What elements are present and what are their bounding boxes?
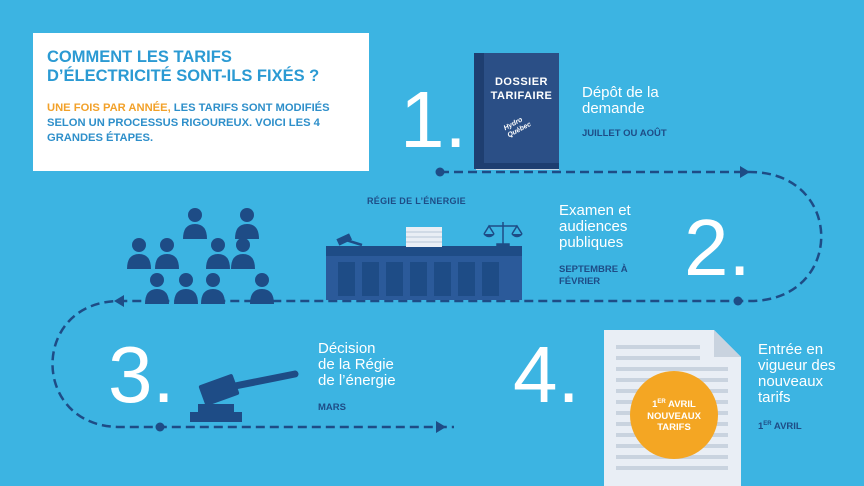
new-rates-badge: 1ER AVRIL NOUVEAUX TARIFS bbox=[630, 371, 718, 459]
title-line: COMMENT LES TARIFS bbox=[47, 48, 232, 66]
description-line: de l’énergie bbox=[318, 372, 396, 389]
description-line: Dépôt de la bbox=[582, 84, 659, 101]
date-line: FÉVRIER bbox=[559, 276, 601, 287]
description-line: Examen et bbox=[559, 202, 631, 219]
audience-icon bbox=[127, 208, 274, 304]
description-line: demande bbox=[582, 100, 645, 117]
intro-box: COMMENT LES TARIFS D’ÉLECTRICITÉ SONT-IL… bbox=[33, 33, 369, 171]
arrow-right-icon bbox=[740, 166, 750, 178]
date-rest: AVRIL bbox=[771, 421, 802, 433]
step-1-date: JUILLET OU AOÛT bbox=[582, 128, 667, 139]
step-3-date: MARS bbox=[318, 402, 346, 413]
description-line: nouveaux bbox=[758, 373, 824, 390]
step-4-description: Entrée en vigueur des nouveaux tarifs bbox=[758, 342, 836, 406]
step-3-number: 3. bbox=[108, 330, 175, 419]
book-title: DOSSIER TARIFAIRE bbox=[484, 75, 559, 103]
intro-highlight: UNE FOIS PAR ANNÉE, bbox=[47, 102, 171, 114]
regie-bench-icon bbox=[326, 222, 523, 300]
title-line: D’ÉLECTRICITÉ SONT-ILS FIXÉS ? bbox=[47, 67, 320, 85]
step-4-number: 4. bbox=[513, 330, 580, 419]
dashed-path-line bbox=[51, 170, 823, 429]
step-2-number: 2. bbox=[684, 203, 751, 292]
badge-line: 1ER AVRIL bbox=[630, 397, 718, 410]
book-icon bbox=[474, 53, 559, 170]
step-1-number: 1. bbox=[400, 75, 467, 164]
book-title-line: DOSSIER bbox=[494, 76, 548, 88]
intro-text: UNE FOIS PAR ANNÉE, LES TARIFS SONT MODI… bbox=[47, 101, 362, 146]
scales-icon bbox=[483, 222, 523, 248]
badge-sup: ER bbox=[657, 399, 666, 406]
book-title-line: TARIFAIRE bbox=[490, 90, 553, 102]
arrow-left-icon bbox=[114, 295, 124, 307]
description-line: publiques bbox=[559, 234, 624, 251]
badge-line: TARIFS bbox=[657, 421, 691, 433]
description-line: Décision bbox=[318, 340, 376, 357]
path-dot bbox=[733, 296, 743, 306]
description-line: de la Régie bbox=[318, 356, 394, 373]
description-line: audiences bbox=[559, 218, 628, 235]
date-sup: ER bbox=[763, 421, 772, 427]
arrow-right-icon bbox=[436, 421, 446, 433]
step-4-date: 1ER AVRIL bbox=[758, 418, 802, 433]
badge-main: 1 bbox=[652, 399, 658, 411]
description-line: vigueur des bbox=[758, 357, 836, 374]
gavel-icon bbox=[190, 370, 299, 422]
date-line: SEPTEMBRE À bbox=[559, 264, 628, 275]
step-2-description: Examen et audiences publiques bbox=[559, 203, 631, 251]
intro-rest: LES TARIFS SONT MODIFIÉS SELON UN PROCES… bbox=[47, 102, 330, 144]
date-main: 1 bbox=[758, 421, 764, 433]
step-1-description: Dépôt de la demande bbox=[582, 85, 659, 117]
step-3-description: Décision de la Régie de l’énergie bbox=[318, 341, 396, 389]
badge-rest: AVRIL bbox=[665, 399, 696, 411]
path-dot bbox=[155, 422, 165, 432]
step-2-date: SEPTEMBRE À FÉVRIER bbox=[559, 264, 628, 288]
regie-label: RÉGIE DE L’ÉNERGIE bbox=[367, 196, 466, 206]
path-dot bbox=[435, 167, 445, 177]
description-line: tarifs bbox=[758, 389, 791, 406]
page-title: COMMENT LES TARIFS D’ÉLECTRICITÉ SONT-IL… bbox=[47, 48, 357, 86]
badge-line: NOUVEAUX bbox=[647, 410, 701, 422]
description-line: Entrée en bbox=[758, 341, 824, 358]
